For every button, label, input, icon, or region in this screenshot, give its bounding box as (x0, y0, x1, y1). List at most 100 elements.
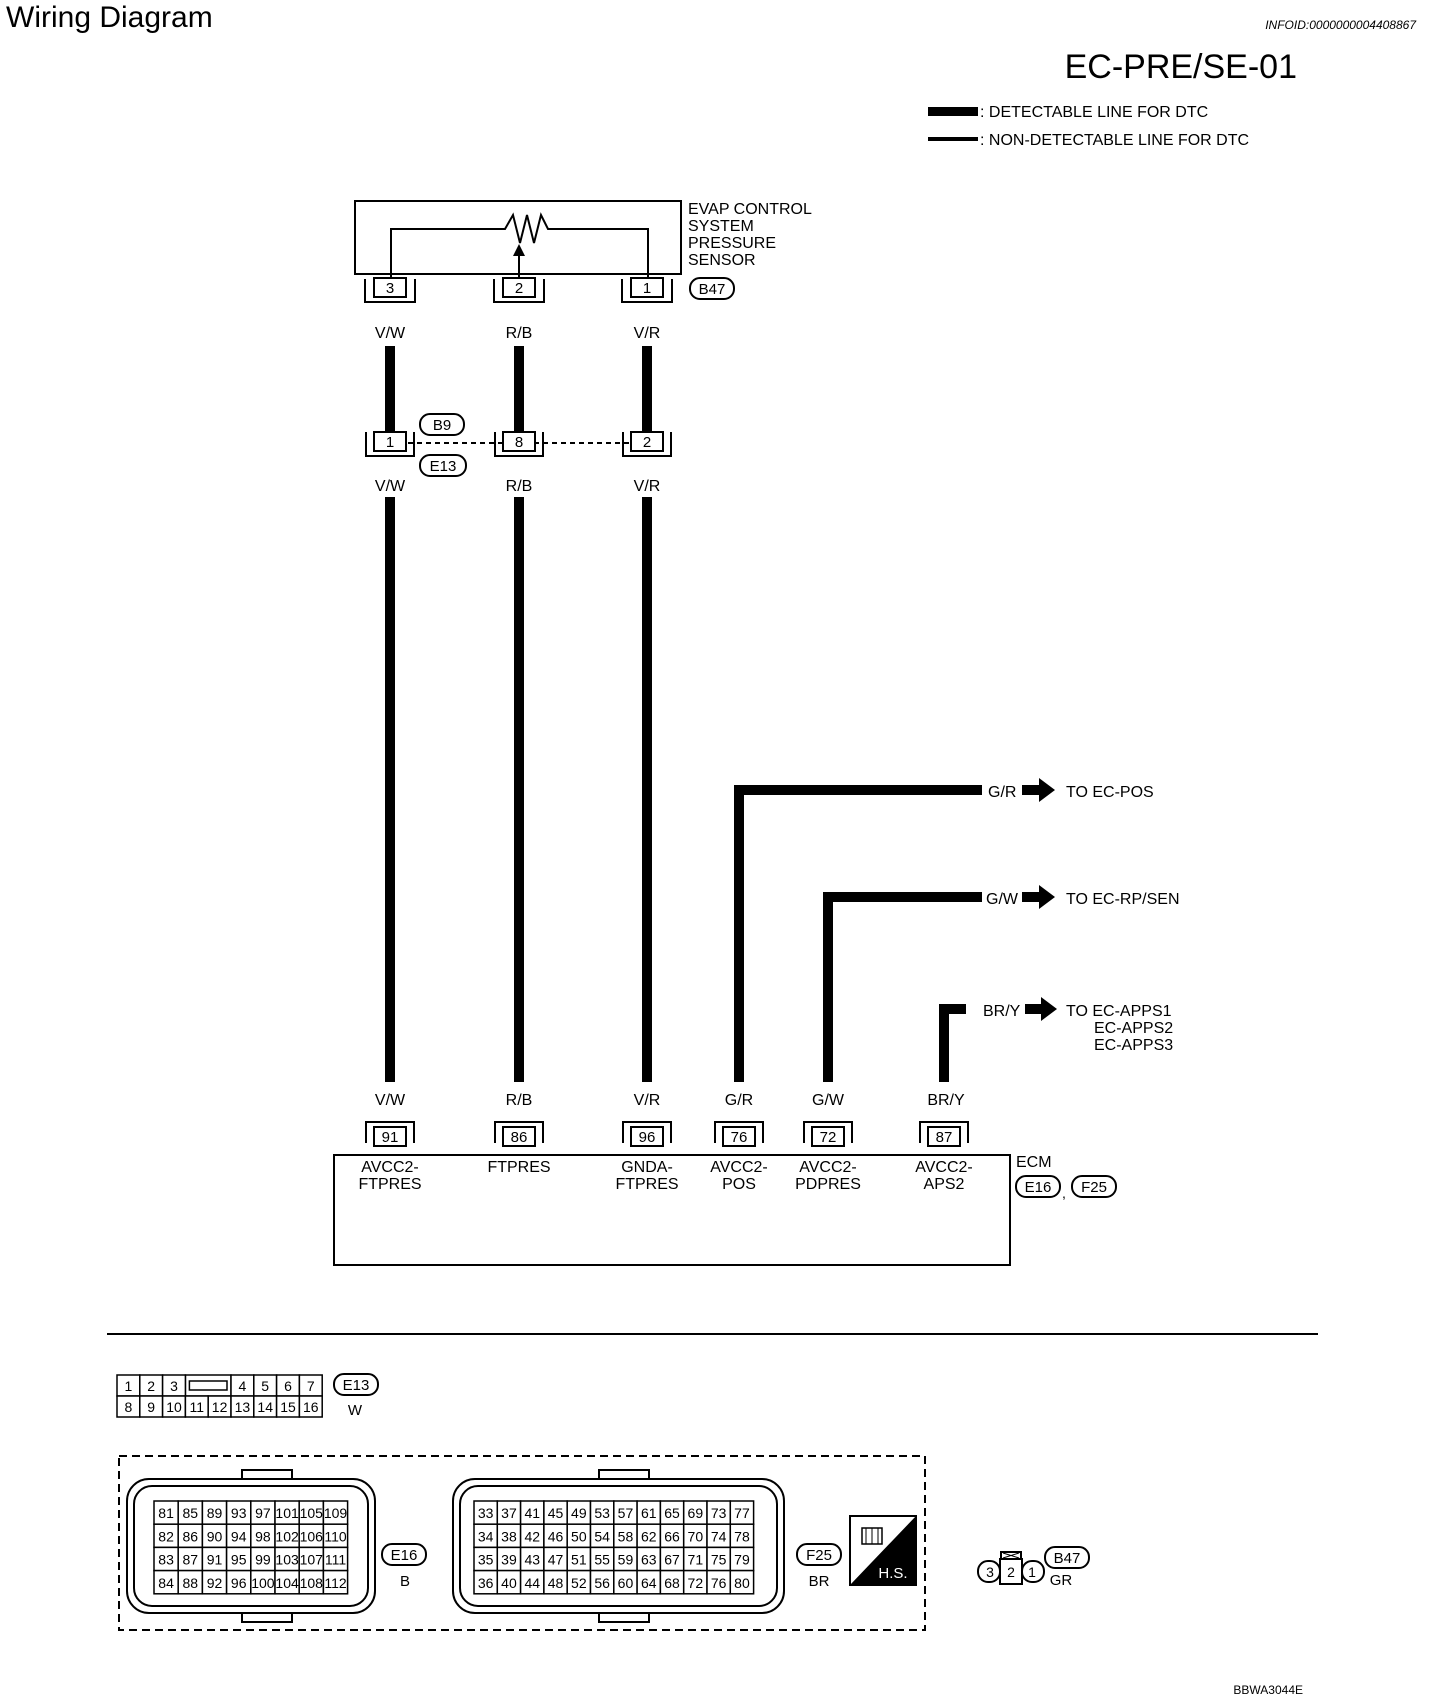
f25-pin-number: 54 (594, 1528, 610, 1544)
f25-pin-number: 70 (688, 1528, 704, 1544)
svg-text:E16: E16 (391, 1547, 418, 1564)
arrow-right-icon (1022, 885, 1055, 909)
harness-side-icon: H.S. (849, 1515, 917, 1586)
wire-gw (823, 892, 982, 1082)
f25-pin-number: 58 (618, 1528, 634, 1544)
e16-pin-number: 111 (325, 1552, 346, 1568)
f25-pin-number: 77 (734, 1505, 750, 1521)
e16-pin-number: 104 (275, 1575, 299, 1591)
f25-pin-number: 33 (478, 1505, 494, 1521)
f25-pin-number: 60 (618, 1575, 634, 1591)
e16-pin-number: 95 (231, 1552, 247, 1568)
e16-pin-number: 83 (158, 1552, 174, 1568)
connector-view-b47: 3 2 1 (977, 1551, 1045, 1585)
ecm-pin-function-label: AVCC2- (915, 1159, 973, 1176)
legend-detectable-swatch (928, 107, 978, 116)
e13-pin-number: 16 (303, 1399, 319, 1415)
sensor-label-line2: SYSTEM (688, 218, 754, 235)
joint-connector: 1 8 2 B9 E13 (365, 413, 672, 477)
e13-pin-number: 6 (284, 1378, 292, 1394)
legend-non-detectable-text: : NON-DETECTABLE LINE FOR DTC (980, 132, 1249, 149)
e16-color-label: B (400, 1573, 410, 1590)
svg-text:1: 1 (386, 434, 394, 451)
legend-non-detectable-swatch (928, 137, 978, 141)
wire-label-rb-bottom: R/B (506, 1092, 533, 1109)
f25-pin-number: 38 (501, 1528, 517, 1544)
e13-pin-number: 15 (280, 1399, 296, 1415)
joint-pin-8: 8 (494, 431, 544, 457)
f25-pin-number: 72 (688, 1575, 704, 1591)
e16-pin-number: 85 (183, 1505, 199, 1521)
e13-pin-number: 4 (239, 1378, 247, 1394)
arrow-right-icon (1022, 778, 1055, 802)
f25-pin-number: 64 (641, 1575, 657, 1591)
e16-pin-number: 97 (255, 1505, 271, 1521)
wire-label-vw-bottom: V/W (375, 1092, 406, 1109)
ecm-connector-frame (118, 1455, 926, 1631)
svg-text:1: 1 (1028, 1564, 1036, 1580)
destination-pos-label: TO EC-POS (1066, 784, 1154, 801)
e13-pin-number: 5 (261, 1378, 269, 1394)
f25-pin-number: 61 (641, 1505, 657, 1521)
wire-label-bry-bottom: BR/Y (927, 1092, 965, 1109)
ecm-pin-function-label: FTPRES (615, 1176, 678, 1193)
f25-pin-number: 55 (594, 1552, 610, 1568)
f25-pin-number: 36 (478, 1575, 494, 1591)
svg-text:2: 2 (643, 434, 651, 451)
e13-key-slot (184, 1374, 232, 1397)
f25-pin-number: 50 (571, 1528, 587, 1544)
ecm-pin-number: 76 (731, 1129, 748, 1146)
ecm-pin-function-label: AVCC2- (710, 1159, 768, 1176)
e16-pin-number: 96 (231, 1575, 247, 1591)
destination-rpsen-label: TO EC-RP/SEN (1066, 891, 1180, 908)
e16-pin-number: 91 (207, 1552, 223, 1568)
ecm-pin-function-label: APS2 (924, 1176, 965, 1193)
f25-pin-number: 68 (664, 1575, 680, 1591)
ecm-pin-function-label: POS (722, 1176, 756, 1193)
connector-badge-f25-view: F25 (796, 1543, 842, 1566)
ecm-body (333, 1154, 1011, 1266)
sensor-pin-2: 2 (493, 277, 545, 303)
e16-pin-number: 105 (300, 1505, 324, 1521)
sensor-pin-1: 1 (621, 277, 673, 303)
connector-badge-b47: B47 (689, 277, 735, 300)
f25-pin-number: 75 (711, 1552, 727, 1568)
e16-pin-number: 81 (158, 1505, 174, 1521)
ecm-pin-function-label: AVCC2- (799, 1159, 857, 1176)
ecm-pin-number: 96 (639, 1129, 656, 1146)
svg-text:B9: B9 (433, 417, 451, 434)
wire-label-gr-bottom: G/R (725, 1092, 753, 1109)
footer-code: BBWA3044E (1233, 1683, 1303, 1697)
e13-pin-cell (298, 1395, 323, 1418)
sensor-internal-wiring (390, 212, 649, 280)
f25-pin-number: 45 (548, 1505, 564, 1521)
e13-pin-number: 9 (147, 1399, 155, 1415)
wire-label-vr-mid: V/R (634, 478, 661, 495)
svg-text:F25: F25 (806, 1547, 832, 1564)
f25-pin-number: 57 (618, 1505, 634, 1521)
e16-pin-number: 107 (300, 1552, 324, 1568)
page-title: Wiring Diagram (6, 1, 213, 34)
f25-pin-number: 43 (524, 1552, 540, 1568)
wire-bry (939, 1004, 966, 1082)
e16-pin-number: 106 (300, 1528, 324, 1544)
svg-text:3: 3 (986, 1564, 994, 1580)
f25-pin-number: 66 (664, 1528, 680, 1544)
f25-pin-number: 53 (594, 1505, 610, 1521)
e13-pin-number: 14 (257, 1399, 273, 1415)
connector-badge-e16: E16 (1015, 1175, 1061, 1198)
f25-pin-number: 80 (734, 1575, 750, 1591)
sensor-pin-2-number: 2 (515, 280, 523, 297)
ecm: 91AVCC2-FTPRES86FTPRES96GNDA-FTPRES76AVC… (333, 1121, 1117, 1266)
wire-gr (734, 785, 982, 1082)
ecm-pins: 91AVCC2-FTPRES86FTPRES96GNDA-FTPRES76AVC… (358, 1121, 973, 1193)
sensor-pin-3-number: 3 (386, 280, 394, 297)
sensor-label-line4: SENSOR (688, 252, 756, 269)
ecm-pin-number: 72 (820, 1129, 837, 1146)
